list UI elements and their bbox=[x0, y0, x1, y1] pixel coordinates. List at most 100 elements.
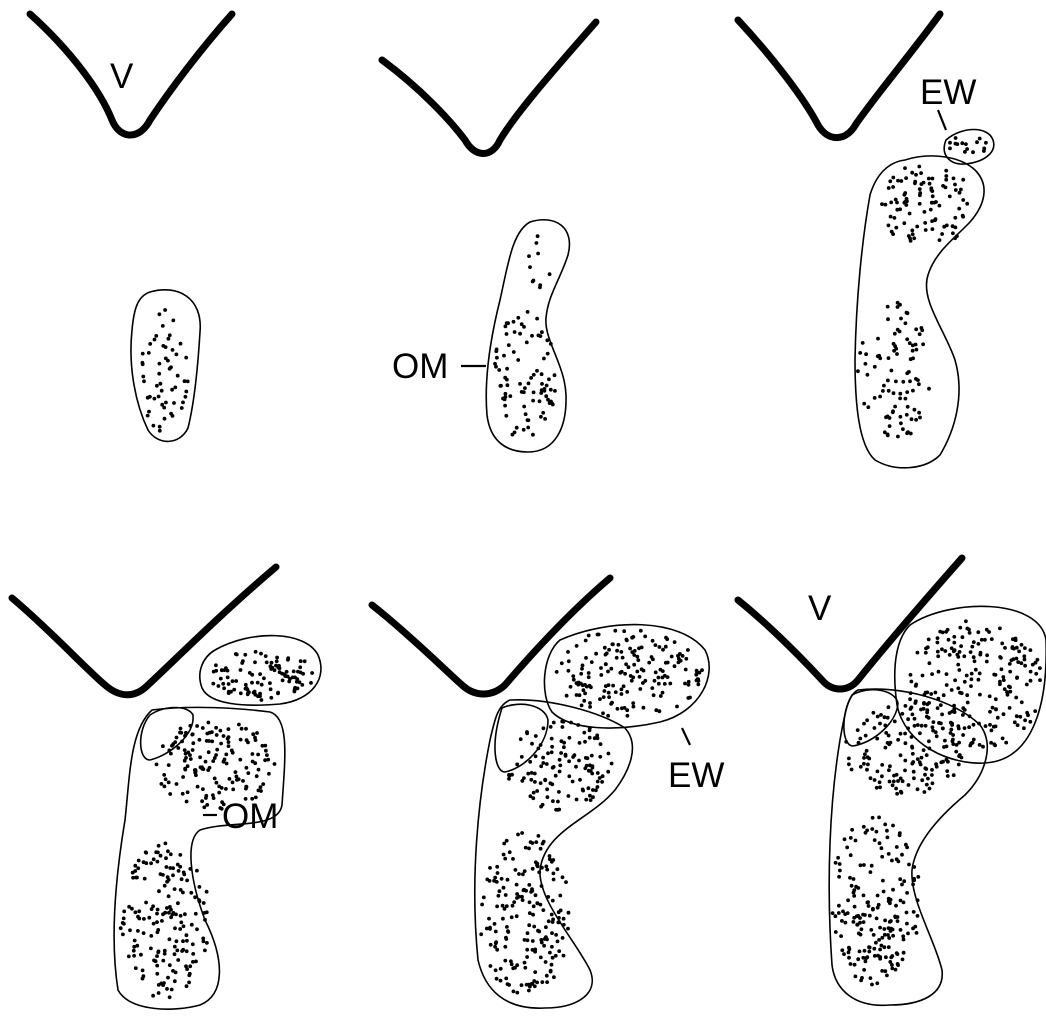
cell-dot bbox=[844, 921, 848, 925]
cell-dot bbox=[1020, 700, 1024, 704]
cell-dot bbox=[910, 171, 914, 175]
cell-dot bbox=[181, 775, 185, 779]
cell-dot bbox=[1015, 657, 1019, 661]
cell-dot bbox=[250, 681, 254, 685]
cell-dot bbox=[860, 927, 864, 931]
cell-dot bbox=[914, 418, 918, 422]
cell-dot bbox=[244, 785, 248, 789]
cell-dot bbox=[906, 311, 910, 315]
cell-dot bbox=[899, 732, 903, 736]
cell-dot bbox=[535, 369, 539, 373]
cell-dot bbox=[887, 389, 891, 393]
cell-dot bbox=[545, 938, 549, 942]
cell-dot bbox=[533, 948, 537, 952]
cell-dot bbox=[516, 316, 520, 320]
cell-dot bbox=[905, 413, 909, 417]
cell-dot bbox=[540, 941, 544, 945]
cell-dot bbox=[850, 828, 854, 832]
cell-dot bbox=[576, 683, 580, 687]
cell-dot bbox=[230, 749, 234, 753]
cell-dot bbox=[883, 724, 887, 728]
cell-dot bbox=[251, 760, 255, 764]
cell-dot bbox=[1025, 683, 1029, 687]
ew-cell-dots bbox=[211, 650, 314, 702]
cell-dot bbox=[497, 368, 501, 372]
cell-dot bbox=[873, 954, 877, 958]
cell-dot bbox=[673, 664, 677, 668]
cell-dot bbox=[873, 396, 877, 400]
cell-dot bbox=[182, 924, 186, 928]
cell-dot bbox=[256, 753, 260, 757]
cell-dot bbox=[915, 225, 919, 229]
cell-dot bbox=[912, 878, 916, 882]
cell-dot bbox=[886, 317, 890, 321]
cell-dot bbox=[981, 745, 985, 749]
cell-dot bbox=[1025, 711, 1029, 715]
cell-dot bbox=[985, 628, 989, 632]
cell-dot bbox=[152, 424, 156, 428]
cell-dot bbox=[495, 880, 499, 884]
cell-dot bbox=[893, 344, 897, 348]
cell-dot bbox=[310, 671, 314, 675]
cell-dot bbox=[876, 770, 880, 774]
cell-dot bbox=[495, 865, 499, 869]
cell-dot bbox=[201, 787, 205, 791]
cell-dot bbox=[864, 831, 868, 835]
cell-dot bbox=[558, 758, 562, 762]
cell-dot bbox=[853, 905, 857, 909]
cell-dot bbox=[171, 319, 175, 323]
cell-dot bbox=[878, 395, 882, 399]
cell-dot bbox=[1008, 670, 1012, 674]
cell-dot bbox=[920, 756, 924, 760]
cell-dot bbox=[134, 966, 138, 970]
cell-dot bbox=[880, 774, 884, 778]
cell-dot bbox=[887, 356, 891, 360]
cell-dot bbox=[157, 889, 161, 893]
cell-dot bbox=[945, 683, 949, 687]
cell-dot bbox=[651, 658, 655, 662]
cell-dot bbox=[601, 711, 605, 715]
cell-dot bbox=[543, 778, 547, 782]
cell-dot bbox=[217, 791, 221, 795]
cell-dot bbox=[549, 388, 553, 392]
cell-dot bbox=[182, 871, 186, 875]
ew-leader-line bbox=[682, 728, 690, 745]
cell-dot bbox=[905, 922, 909, 926]
cell-dot bbox=[878, 955, 882, 959]
cell-dot bbox=[137, 909, 141, 913]
cell-dot bbox=[951, 231, 955, 235]
cell-dot bbox=[260, 683, 264, 687]
cell-dot bbox=[515, 892, 519, 896]
cell-dot bbox=[567, 659, 571, 663]
cell-dot bbox=[176, 374, 180, 378]
cell-dot bbox=[895, 201, 899, 205]
cell-dot bbox=[675, 705, 679, 709]
cell-dot bbox=[540, 884, 544, 888]
cell-dot bbox=[176, 746, 180, 750]
cell-dot bbox=[668, 682, 672, 686]
om-cell-dots bbox=[880, 165, 969, 243]
cell-dot bbox=[935, 765, 939, 769]
cell-dot bbox=[581, 664, 585, 668]
cell-dot bbox=[863, 752, 867, 756]
cell-dot bbox=[532, 373, 536, 377]
cell-dot bbox=[171, 414, 175, 418]
cell-dot bbox=[119, 926, 123, 930]
cell-dot bbox=[852, 920, 856, 924]
cell-dot bbox=[963, 680, 967, 684]
cell-dot bbox=[964, 142, 968, 146]
cell-dot bbox=[1017, 650, 1021, 654]
cell-dot bbox=[494, 930, 498, 934]
cell-dot bbox=[951, 738, 955, 742]
cell-dot bbox=[181, 891, 185, 895]
cell-dot bbox=[203, 911, 207, 915]
cell-dot bbox=[984, 141, 988, 145]
cell-dot bbox=[122, 910, 126, 914]
cell-dot bbox=[609, 702, 613, 706]
om-cell-dots bbox=[527, 234, 551, 289]
cell-dot bbox=[541, 756, 545, 760]
cell-dot bbox=[926, 777, 930, 781]
cell-dot bbox=[886, 716, 890, 720]
cell-dot bbox=[889, 919, 893, 923]
cell-dot bbox=[1010, 658, 1014, 662]
